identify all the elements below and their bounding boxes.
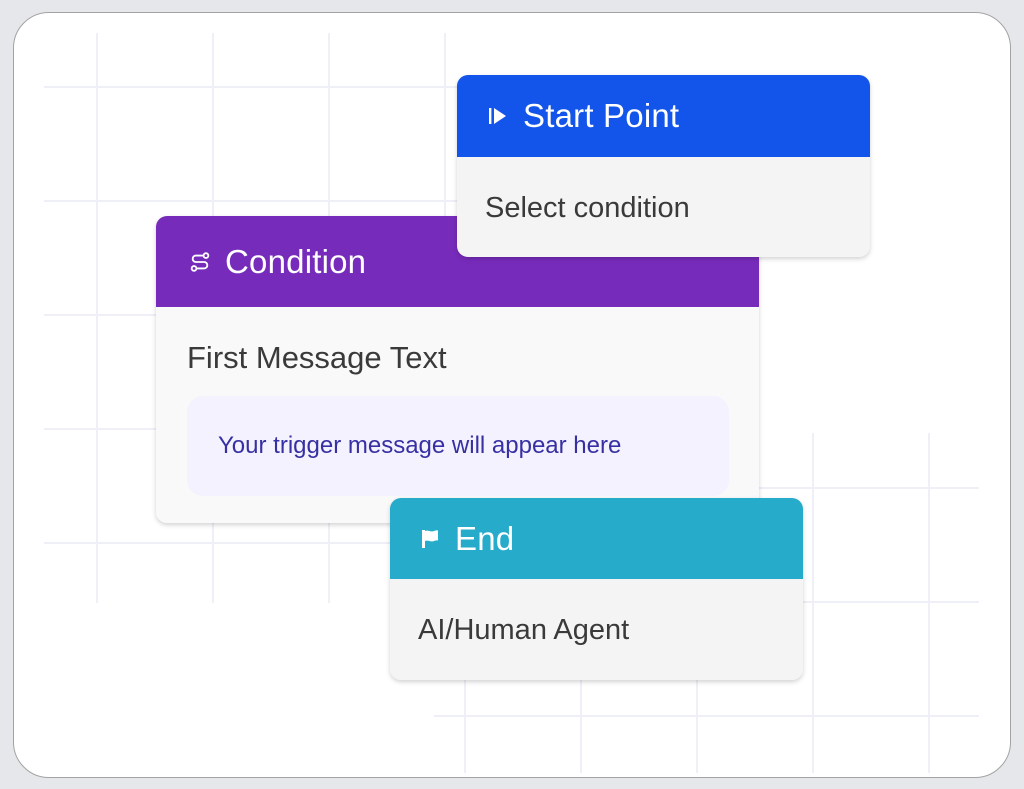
condition-node-title: Condition xyxy=(225,242,367,280)
start-point-node[interactable]: Start Point Select condition xyxy=(457,75,870,257)
grid-line xyxy=(44,542,464,544)
condition-node-body: First Message Text Your trigger message … xyxy=(156,307,759,523)
trigger-message-placeholder[interactable]: Your trigger message will appear here xyxy=(187,396,729,496)
flow-canvas[interactable]: Condition First Message Text Your trigge… xyxy=(13,12,1011,778)
start-point-node-header[interactable]: Start Point xyxy=(457,75,870,157)
condition-field-label: First Message Text xyxy=(187,340,447,375)
end-node-title: End xyxy=(455,519,515,557)
start-point-node-title: Start Point xyxy=(523,97,680,134)
condition-node[interactable]: Condition First Message Text Your trigge… xyxy=(156,216,759,523)
start-point-select-condition[interactable]: Select condition xyxy=(457,157,870,257)
end-node-agent[interactable]: AI/Human Agent xyxy=(390,579,803,680)
grid-line xyxy=(812,433,814,773)
grid-line xyxy=(96,33,98,603)
grid-line xyxy=(44,200,464,202)
end-node[interactable]: End AI/Human Agent xyxy=(390,498,803,680)
grid-line xyxy=(44,86,464,88)
end-node-header[interactable]: End xyxy=(390,498,803,579)
play-step-icon xyxy=(487,105,509,127)
route-icon xyxy=(189,251,211,273)
grid-line xyxy=(928,433,930,773)
grid-line xyxy=(434,715,979,717)
flag-icon xyxy=(419,528,441,550)
